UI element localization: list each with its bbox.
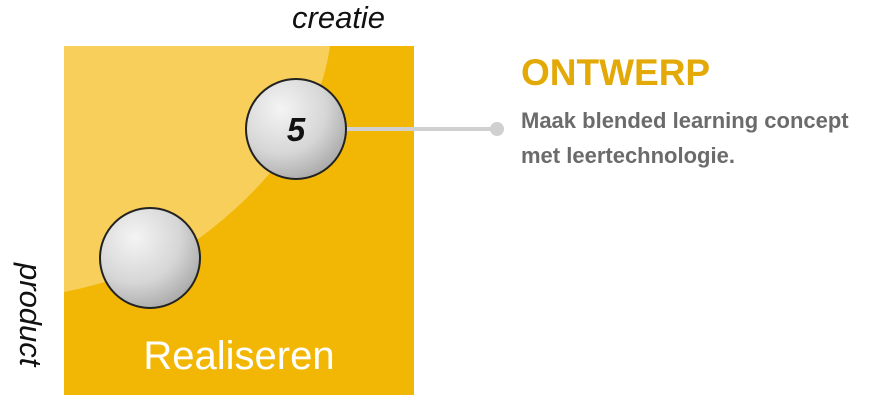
step-bubble-empty[interactable] (99, 207, 201, 309)
callout-description: Maak blended learning concept met leerte… (521, 108, 849, 168)
step-number: 5 (286, 111, 306, 148)
callout-title: ONTWERP (521, 52, 711, 93)
axis-label-creatie: creatie (292, 0, 386, 35)
quadrant-label: Realiseren (143, 334, 335, 378)
step-bubble-5[interactable] (245, 78, 347, 180)
callout-connector-dot (490, 122, 504, 136)
